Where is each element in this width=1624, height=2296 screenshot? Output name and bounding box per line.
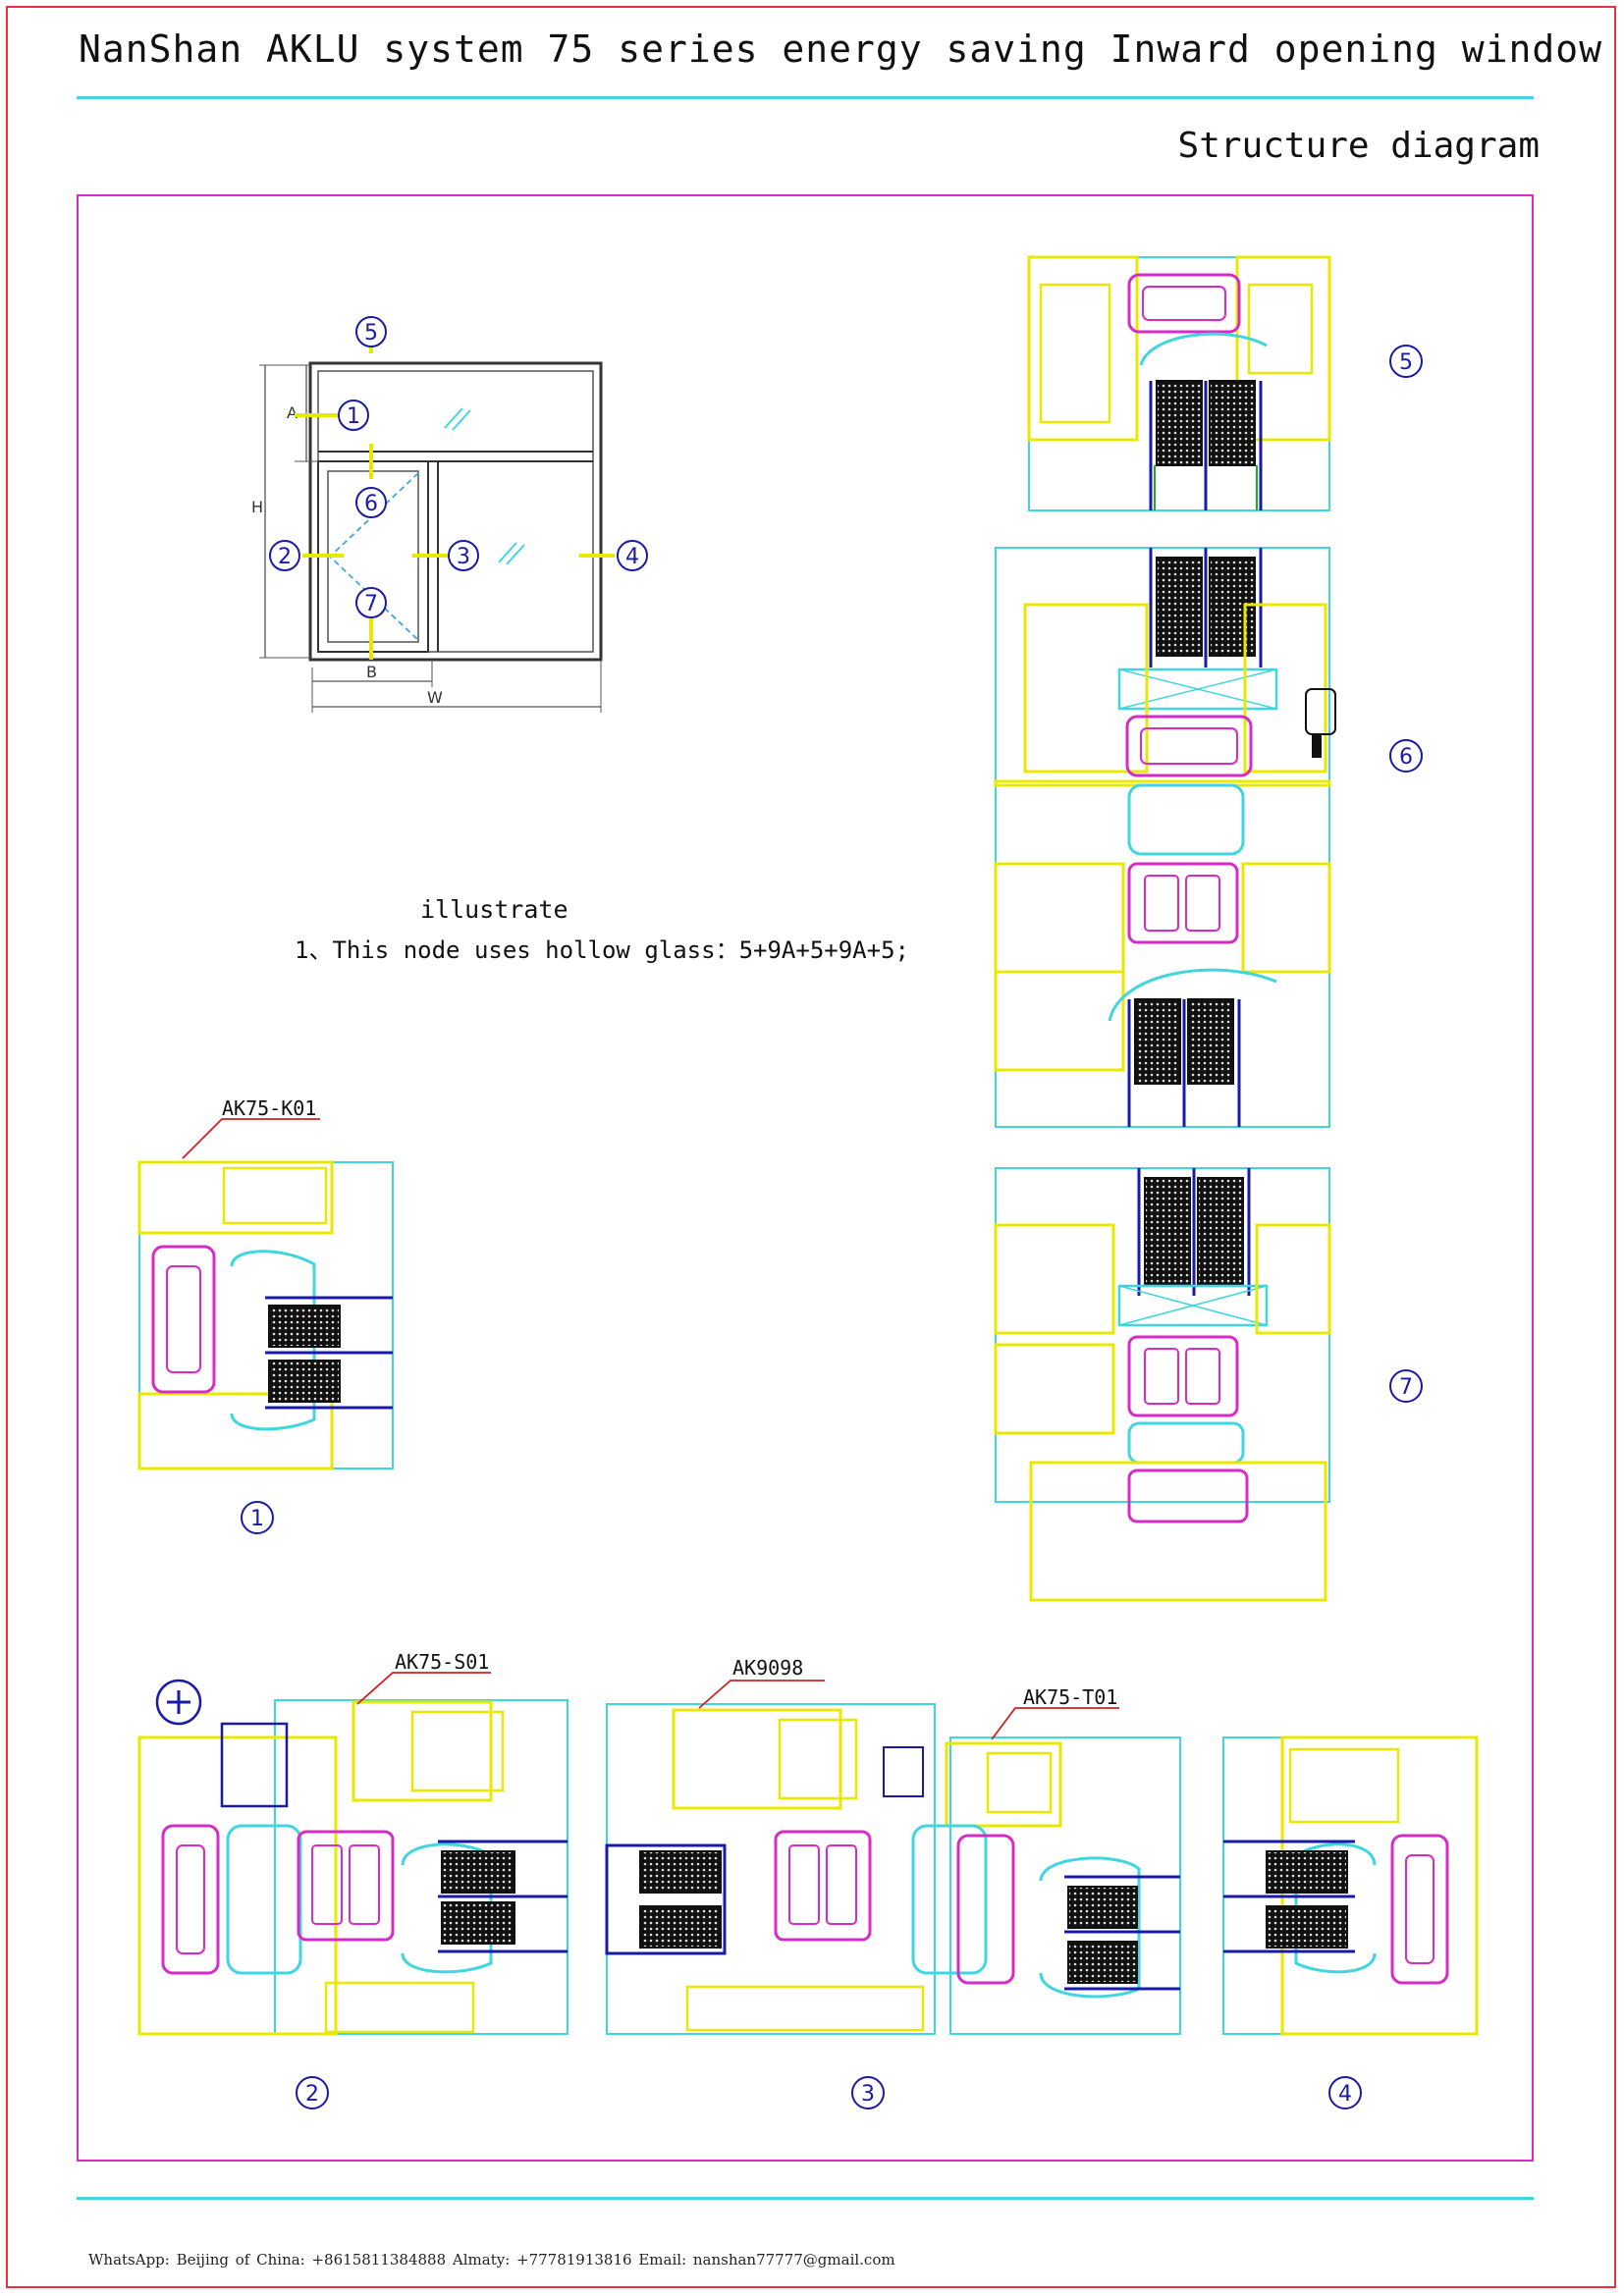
part-label-ak75-s01: AK75-S01 [395,1650,489,1674]
part-label-ak75-k01: AK75-K01 [222,1096,316,1120]
svg-text:5: 5 [364,321,378,346]
notes-heading: illustrate [420,895,568,924]
part-label-ak9098: AK9098 [732,1656,803,1680]
callout-1: 1 [338,400,369,431]
callout-7: 7 [355,587,387,618]
contact-footer: WhatsApp: Beijing of China: +86158113848… [88,2251,895,2269]
section-7-detail: 7 [994,1167,1423,1602]
svg-text:6: 6 [364,492,378,516]
footer-rule [77,2197,1534,2200]
drawing-frame [77,194,1534,2162]
section-1-number: 1 [250,1507,264,1531]
svg-text:3: 3 [457,545,470,569]
section-4-detail: 4 [1222,1735,1479,2109]
callout-4: 4 [617,540,648,571]
section-2-detail: AK75-S01 2 [137,1650,568,2109]
callout-6: 6 [355,487,387,518]
svg-text:4: 4 [625,545,639,569]
section-5-number: 5 [1399,350,1413,375]
page-border [6,6,1616,2288]
svg-text:2: 2 [278,545,292,569]
section-6-number: 6 [1399,745,1413,770]
callout-2: 2 [269,540,300,571]
section-5-detail: 5 [1027,255,1423,511]
dim-w-label: W [427,688,443,707]
notes-line-1: 1、This node uses hollow glass：5+9A+5+9A+… [295,936,909,964]
callout-5: 5 [355,316,387,347]
section-3-detail: AK9098 AK75-T01 3 [605,1656,1181,2109]
window-elevation: A H B W 5 1 6 2 3 4 7 [251,316,648,713]
page-title: NanShan AKLU system 75 series energy sav… [79,27,1603,71]
dim-a-label: A [287,403,298,422]
dim-h-label: H [251,498,263,516]
svg-text:1: 1 [347,404,360,429]
svg-text:7: 7 [364,592,378,616]
callout-3: 3 [448,540,479,571]
part-label-ak75-t01: AK75-T01 [1023,1685,1117,1709]
page-subtitle: Structure diagram [1177,126,1540,166]
section-4-number: 4 [1338,2082,1352,2107]
dim-b-label: B [366,663,377,681]
section-6-detail: 6 [994,547,1423,1128]
section-3-number: 3 [861,2082,875,2107]
section-1-detail: AK75-K01 1 [137,1096,394,1534]
section-7-number: 7 [1399,1375,1413,1400]
section-2-number: 2 [305,2082,319,2107]
title-rule [77,96,1534,99]
